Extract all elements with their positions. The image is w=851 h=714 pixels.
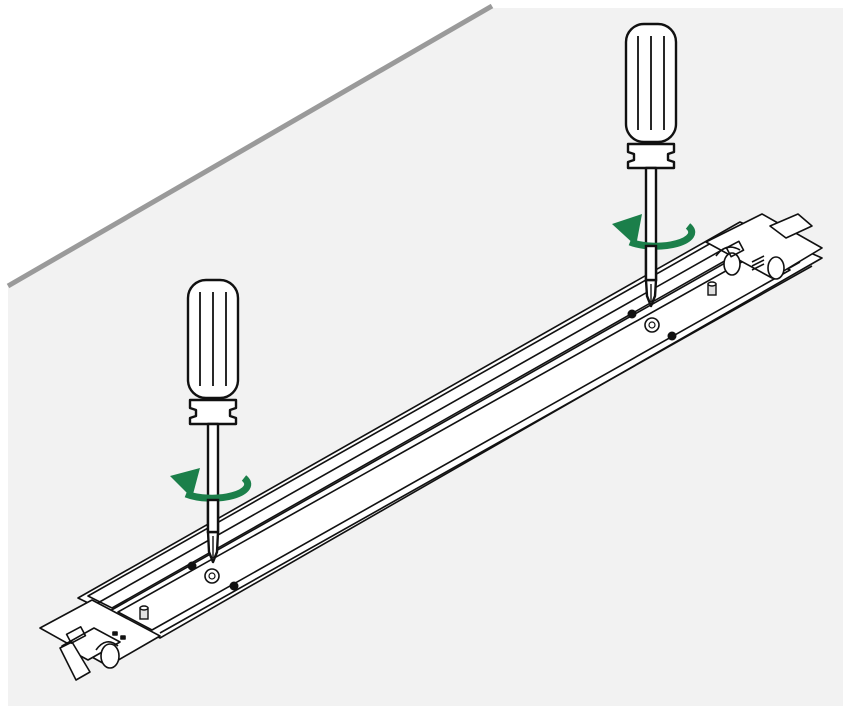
mounting-holes-right xyxy=(627,309,677,341)
end-box-left xyxy=(39,599,161,681)
standoff-screw-right xyxy=(707,281,717,296)
standoff-screw-left xyxy=(139,605,149,620)
wall-ceiling-edge xyxy=(6,3,494,289)
mounting-holes-left xyxy=(187,561,239,591)
channel-rail xyxy=(95,241,737,605)
mounting-hole-icon xyxy=(667,331,677,341)
mounting-hole-icon xyxy=(187,561,197,571)
channel-floor xyxy=(117,253,791,631)
end-box-right xyxy=(705,213,823,280)
mounting-hole-icon xyxy=(627,309,637,319)
screwdriver-icon xyxy=(624,22,678,308)
counterclockwise-arrow-icon xyxy=(612,214,696,250)
screwdriver-shaft-front xyxy=(206,244,658,534)
spring-clip xyxy=(751,255,765,271)
mounting-channel xyxy=(39,213,823,681)
counterclockwise-arrow-icon xyxy=(170,468,252,502)
screwdriver-icon xyxy=(186,278,240,564)
channel-rail xyxy=(159,265,813,634)
mounting-hole-icon xyxy=(229,581,239,591)
